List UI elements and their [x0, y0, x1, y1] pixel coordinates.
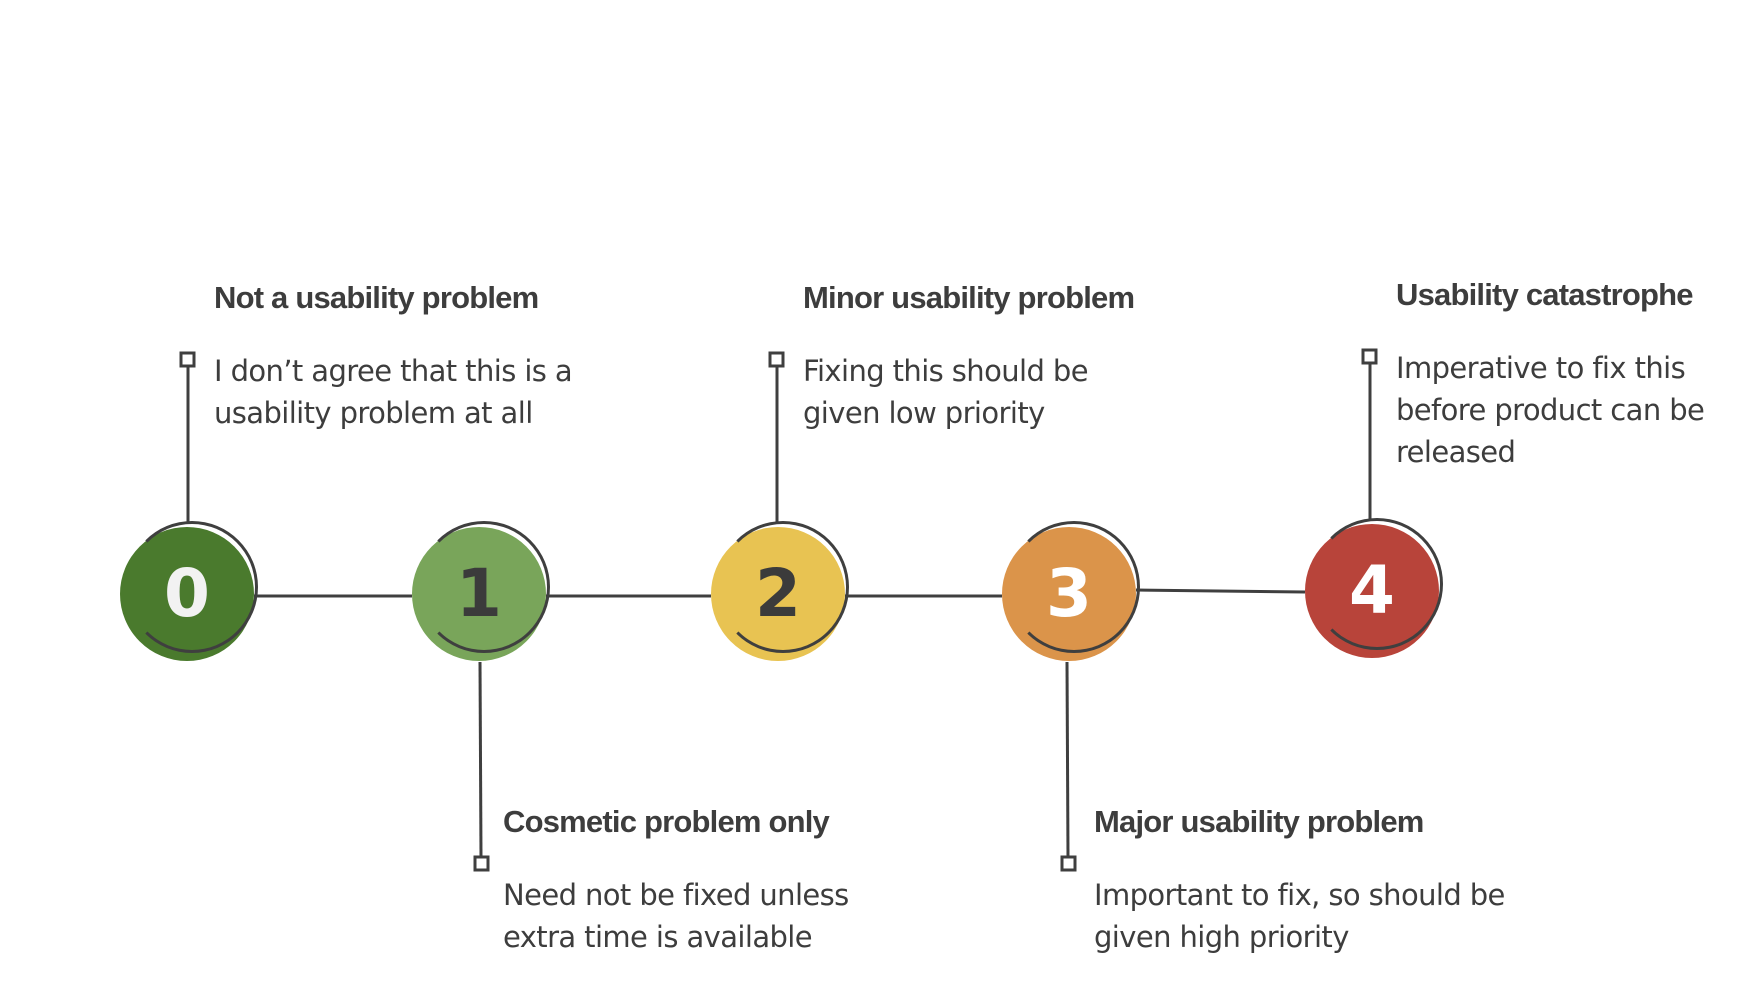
- connector-3-4: [1135, 588, 1306, 594]
- description-line: usability problem at all: [214, 396, 533, 430]
- severity-ring-0: [126, 521, 258, 653]
- description-line: Imperative to fix this: [1396, 351, 1686, 385]
- severity-title-4: Usability catastrophe: [1396, 277, 1694, 312]
- severity-title-2: Minor usability problem: [803, 280, 1135, 315]
- leader-marker-3: [1060, 855, 1077, 872]
- severity-text-2: Minor usability problem Fixing this shou…: [803, 280, 1135, 434]
- severity-ring-3: [1008, 521, 1140, 653]
- severity-description-3: Important to fix, so should be given hig…: [1094, 874, 1505, 958]
- severity-description-1: Need not be fixed unless extra time is a…: [503, 874, 849, 958]
- severity-node-3: 3: [1002, 521, 1140, 661]
- severity-number-1: 1: [456, 555, 502, 632]
- description-line: released: [1396, 435, 1516, 469]
- description-line: before product can be: [1396, 393, 1705, 427]
- description-line: Need not be fixed unless: [503, 878, 849, 912]
- severity-node-0: 0: [120, 521, 258, 661]
- description-line: I don’t agree that this is a: [214, 354, 573, 388]
- leader-line-1: [478, 661, 483, 858]
- severity-title-3: Major usability problem: [1094, 804, 1424, 839]
- severity-number-3: 3: [1046, 555, 1092, 632]
- severity-number-0: 0: [164, 555, 210, 632]
- severity-number-4: 4: [1349, 552, 1395, 629]
- severity-text-1: Cosmetic problem only Need not be fixed …: [503, 804, 849, 958]
- severity-description-4: Imperative to fix this before product ca…: [1396, 347, 1705, 473]
- severity-text-4: Usability catastrophe Imperative to fix …: [1396, 277, 1705, 473]
- severity-ring-2: [717, 521, 849, 653]
- description-line: Important to fix, so should be: [1094, 878, 1505, 912]
- severity-number-2: 2: [755, 555, 801, 632]
- description-line: Fixing this should be: [803, 354, 1089, 388]
- severity-text-0: Not a usability problem I don’t agree th…: [214, 280, 573, 434]
- severity-node-2: 2: [711, 521, 849, 661]
- leader-marker-0: [179, 351, 196, 368]
- severity-title-0: Not a usability problem: [214, 280, 539, 315]
- leader-marker-1: [473, 855, 490, 872]
- description-line: given low priority: [803, 396, 1045, 430]
- severity-node-1: 1: [412, 521, 550, 661]
- description-line: extra time is available: [503, 920, 813, 954]
- severity-ring-4: [1311, 518, 1443, 650]
- leader-marker-2: [768, 351, 785, 368]
- leader-line-3: [1065, 661, 1070, 858]
- severity-node-4: 4: [1305, 518, 1443, 658]
- severity-text-3: Major usability problem Important to fix…: [1094, 804, 1505, 958]
- severity-description-0: I don’t agree that this is a usability p…: [214, 350, 573, 434]
- severity-description-2: Fixing this should be given low priority: [803, 350, 1134, 434]
- severity-ring-1: [418, 521, 550, 653]
- severity-title-1: Cosmetic problem only: [503, 804, 830, 839]
- description-line: given high priority: [1094, 920, 1349, 954]
- leader-marker-4: [1361, 348, 1378, 365]
